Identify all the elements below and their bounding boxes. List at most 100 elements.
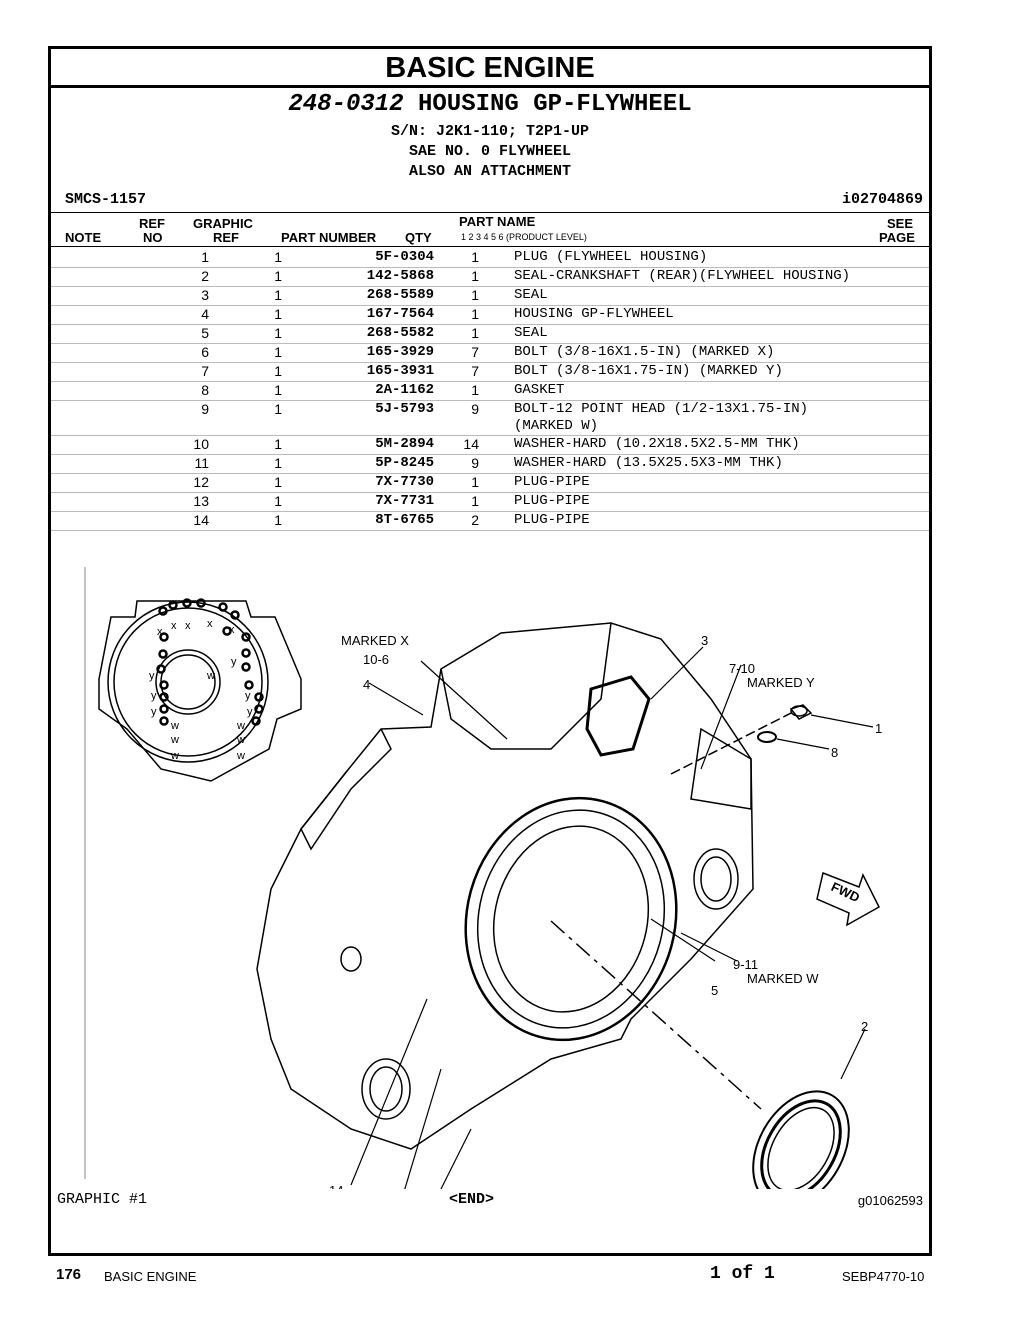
part-number-cell[interactable]: 5J-5793 [282, 400, 434, 436]
note-cell [51, 454, 105, 474]
callout-8: 8 [831, 745, 838, 760]
header-product-level: 1 2 3 4 5 6 (PRODUCT LEVEL) [461, 232, 587, 242]
part-number-cell[interactable]: 142-5868 [282, 267, 434, 287]
inset-mark-x: x [229, 624, 235, 636]
group-name: HOUSING GP-FLYWHEEL [417, 91, 692, 118]
fwd-label: FWD [829, 879, 862, 905]
graphic-ref-cell: 1 [209, 305, 282, 325]
callout-7-10: 7-10 [729, 661, 755, 676]
ref-no-cell: 14 [105, 511, 209, 531]
forward-arrow-icon [816, 871, 880, 927]
part-number-cell[interactable]: 5P-8245 [282, 454, 434, 474]
part-number-cell[interactable]: 165-3931 [282, 362, 434, 382]
part-number-cell[interactable]: 7X-7730 [282, 473, 434, 493]
inset-mark-y: y [149, 670, 155, 682]
callout-4: 4 [363, 677, 370, 692]
flywheel-housing-illustration: MARKED X 10-6 4 3 7-10 MARKED Y 1 8 9-11… [84, 567, 882, 1189]
inset-mark-x: x [207, 618, 213, 630]
sae-number: SAE NO. 0 FLYWHEEL [408, 143, 572, 160]
inset-mark-y: y [151, 706, 157, 718]
ref-no-cell: 13 [105, 492, 209, 512]
note-cell [51, 324, 105, 344]
ref-no-cell: 1 [105, 249, 209, 268]
part-name-cell: WASHER-HARD (10.2X18.5X2.5-MM THK) [479, 435, 929, 455]
qty-cell: 1 [434, 286, 479, 306]
inset-mark-x: x [171, 620, 177, 632]
graphic-ref-cell: 1 [209, 249, 282, 268]
header-part-number: PART NUMBER [281, 230, 377, 245]
part-number-cell[interactable]: 268-5589 [282, 286, 434, 306]
qty-cell: 9 [434, 454, 479, 474]
group-title: 248-0312 HOUSING GP-FLYWHEEL [51, 91, 929, 118]
qty-cell: 1 [434, 492, 479, 512]
part-name-cell: BOLT (3/8-16X1.5-IN) (MARKED X) [479, 343, 929, 363]
callout-2: 2 [861, 1019, 868, 1034]
header-note: NOTE [65, 230, 102, 245]
inset-mark-x: x [157, 626, 163, 638]
callout-9-11: 9-11 [733, 957, 758, 972]
crankshaft-seal-part [752, 1090, 850, 1189]
callout-14: 14 [329, 1183, 343, 1189]
qty-cell: 7 [434, 343, 479, 363]
note-cell [51, 473, 105, 493]
qty-cell: 14 [434, 435, 479, 455]
ref-no-cell: 3 [105, 286, 209, 306]
graphic-ref-cell: 1 [209, 343, 282, 363]
header-top-rule [51, 212, 929, 213]
part-name-cell: PLUG-PIPE [479, 492, 929, 512]
header-see-page-1: SEE [887, 216, 914, 231]
callout-10-6: 10-6 [363, 652, 389, 667]
graphic-ref-cell: 1 [209, 473, 282, 493]
inset-mark-w: w [170, 750, 179, 762]
inset-mark-y: y [245, 690, 251, 702]
part-number-cell[interactable]: 165-3929 [282, 343, 434, 363]
note-cell [51, 381, 105, 401]
part-number-cell[interactable]: 7X-7731 [282, 492, 434, 512]
part-name-cell: SEAL [479, 286, 929, 306]
graphic-ref-cell: 1 [209, 267, 282, 287]
section-title: BASIC ENGINE [51, 49, 929, 88]
part-name-cell: PLUG-PIPE [479, 511, 929, 531]
header-ref-no-1: REF [139, 216, 165, 231]
part-number-cell[interactable]: 167-7564 [282, 305, 434, 325]
group-part-number[interactable]: 248-0312 [288, 91, 404, 118]
end-label: <END> [449, 1191, 495, 1208]
inset-mark-w: w [236, 720, 245, 732]
illustration-id: i02704869 [841, 191, 923, 208]
part-name-cell: PLUG-PIPE [479, 473, 929, 493]
note-cell [51, 286, 105, 306]
ref-no-cell: 11 [105, 454, 209, 474]
footer-page-number: 176 [56, 1266, 82, 1283]
callout-leaders [350, 646, 874, 1189]
callout-5: 5 [711, 983, 718, 998]
part-number-cell[interactable]: 268-5582 [282, 324, 434, 344]
qty-cell: 1 [434, 249, 479, 268]
ref-no-cell: 10 [105, 435, 209, 455]
graphic-ref-cell: 1 [209, 286, 282, 306]
note-cell [51, 492, 105, 512]
inset-mark-y: y [231, 656, 237, 668]
qty-cell: 7 [434, 362, 479, 382]
qty-cell: 1 [434, 473, 479, 493]
part-number-cell[interactable]: 8T-6765 [282, 511, 434, 531]
graphic-ref-cell: 1 [209, 400, 282, 436]
ref-no-cell: 9 [105, 400, 209, 436]
part-number-cell[interactable]: 2A-1162 [282, 381, 434, 401]
header-bottom-rule [51, 246, 929, 247]
part-number-cell[interactable]: 5M-2894 [282, 435, 434, 455]
header-qty: QTY [405, 230, 432, 245]
header-graphic-ref-1: GRAPHIC [193, 216, 253, 231]
ref-no-cell: 8 [105, 381, 209, 401]
ref-no-cell: 12 [105, 473, 209, 493]
part-name-cell: GASKET [479, 381, 929, 401]
part-number-cell[interactable]: 5F-0304 [282, 249, 434, 268]
plug-and-gasket [670, 704, 813, 775]
